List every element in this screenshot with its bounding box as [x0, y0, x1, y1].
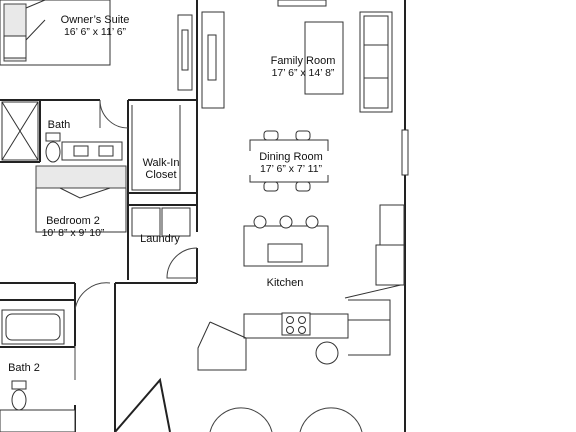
door-swing-bath2: [74, 282, 111, 380]
bath2-tub: [1, 309, 65, 345]
kitchen-counter: [197, 204, 406, 371]
washer-dryer: [131, 207, 191, 237]
laundry-name: Laundry: [140, 233, 180, 245]
bath-name: Bath: [47, 119, 71, 131]
door-swing-laundry: [166, 247, 198, 279]
bedroom-2-name: Bedroom 2: [46, 215, 100, 227]
vanity: [61, 141, 123, 161]
coffee-table: [304, 21, 344, 95]
shower: [1, 101, 39, 161]
owners-suite-dims: 16’ 6” x 11’ 6”: [63, 26, 127, 38]
kitchen-island: [243, 215, 329, 267]
kitchen-name: Kitchen: [266, 277, 304, 289]
dining-room-label: Dining Room 17’ 6” x 7’ 11”: [238, 151, 344, 175]
bath-2-label: Bath 2: [0, 362, 48, 374]
bedroom2-bed: [35, 165, 127, 233]
nightstand: [3, 35, 27, 59]
family-room-dims: 17’ 6” x 14’ 8”: [271, 67, 335, 79]
lower-walls: [114, 377, 171, 432]
toilet: [45, 132, 61, 163]
dining-room-name: Dining Room: [259, 151, 323, 163]
kitchen-label: Kitchen: [255, 277, 315, 289]
bath-label: Bath: [38, 119, 80, 131]
walk-in-closet-name: Walk-In Closet: [142, 157, 180, 181]
bath2-toilet: [11, 380, 27, 411]
sofa: [359, 11, 393, 113]
owners-suite-name: Owner’s Suite: [60, 14, 130, 26]
media-console: [201, 11, 225, 109]
laundry-label: Laundry: [134, 233, 186, 245]
walk-in-closet-label: Walk-In Closet: [132, 145, 190, 193]
side-chair: [277, 0, 327, 7]
dresser: [177, 14, 193, 91]
owners-suite-label: Owner’s Suite 16’ 6” x 11’ 6”: [40, 14, 150, 38]
bedroom-2-dims: 10’ 8” x 9’ 10”: [41, 227, 105, 239]
bath-2-name: Bath 2: [8, 362, 40, 374]
door-swing: [99, 99, 129, 129]
closet-shelving: [131, 105, 181, 191]
walls: [0, 0, 406, 432]
dining-room-dims: 17’ 6” x 7’ 11”: [259, 163, 323, 175]
bath2-vanity: [0, 409, 76, 432]
family-room-name: Family Room: [270, 55, 336, 67]
window: [401, 129, 409, 176]
stair-arcs: [209, 407, 363, 432]
family-room-label: Family Room 17’ 6” x 14’ 8”: [248, 55, 358, 79]
bedroom-2-label: Bedroom 2 10’ 8” x 9’ 10”: [18, 215, 128, 239]
